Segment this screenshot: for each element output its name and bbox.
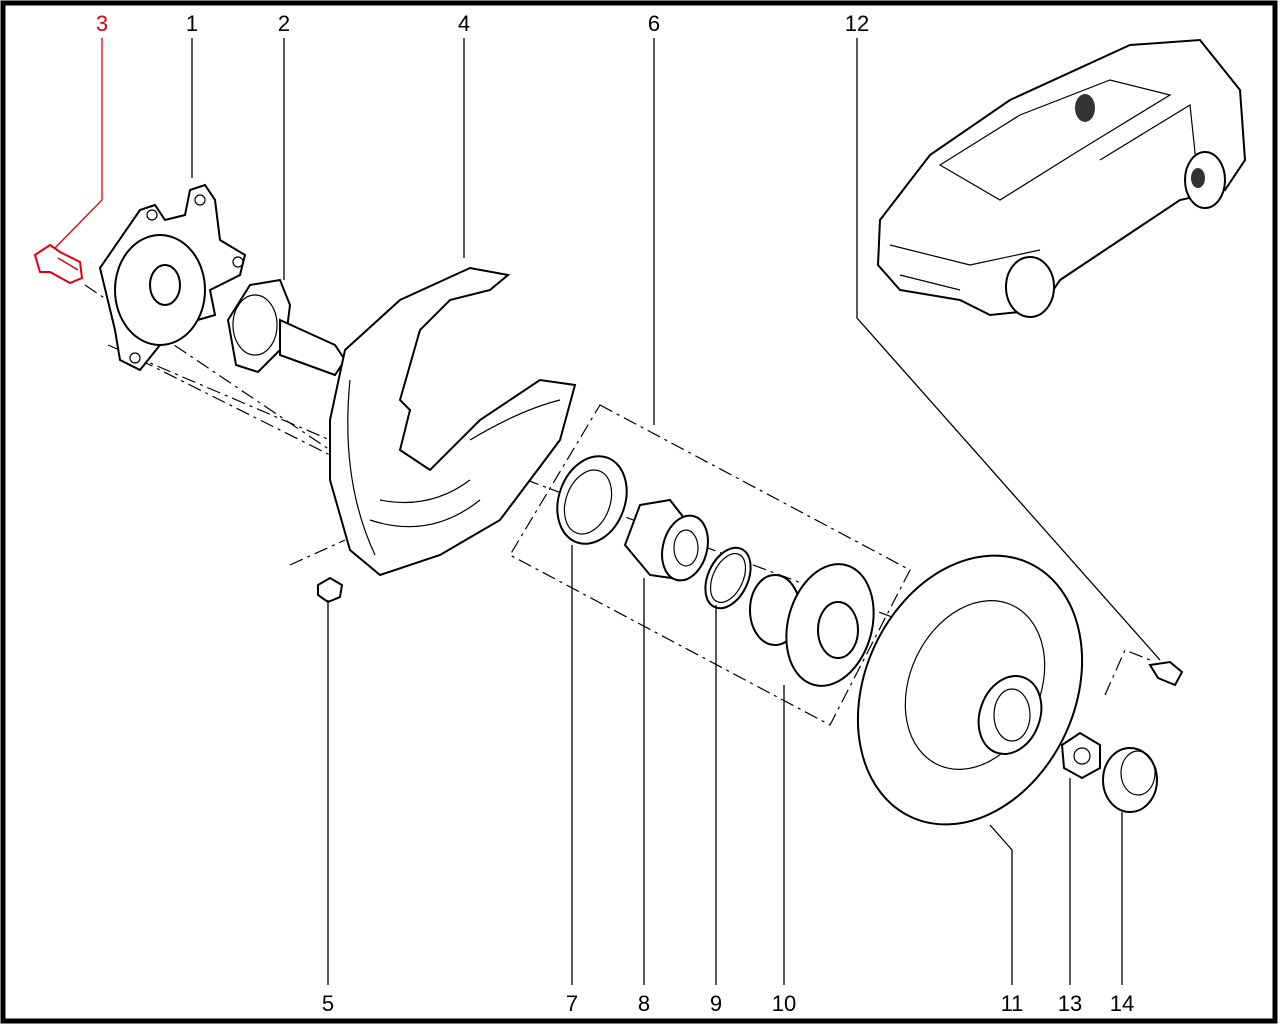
car-illustration bbox=[876, 38, 1247, 318]
part-10-hub bbox=[749, 563, 875, 687]
callout-3[interactable]: 3 bbox=[96, 11, 108, 36]
callout-2[interactable]: 2 bbox=[278, 11, 290, 36]
part-11-brake-disc bbox=[856, 554, 1084, 826]
part-9-circlip bbox=[704, 546, 752, 610]
callout-8[interactable]: 8 bbox=[638, 991, 650, 1016]
callout-11[interactable]: 11 bbox=[1001, 991, 1024, 1016]
part-13-hub-nut bbox=[1060, 731, 1101, 780]
callout-14[interactable]: 14 bbox=[1110, 991, 1134, 1016]
callout-4[interactable]: 4 bbox=[458, 11, 470, 36]
callout-13[interactable]: 13 bbox=[1058, 991, 1082, 1016]
callout-10[interactable]: 10 bbox=[772, 991, 796, 1016]
callout-12[interactable]: 12 bbox=[845, 11, 869, 36]
part-8-wheel-bearing bbox=[623, 498, 709, 582]
part-7-oil-seal bbox=[556, 455, 628, 545]
callout-1[interactable]: 1 bbox=[186, 11, 198, 36]
part-4-brake-shield bbox=[329, 266, 577, 577]
callout-6[interactable]: 6 bbox=[648, 11, 660, 36]
part-2-axle-stub bbox=[226, 278, 347, 377]
part-12-disc-screw bbox=[1148, 660, 1184, 687]
callout-5[interactable]: 5 bbox=[322, 991, 334, 1016]
part-1-steering-knuckle bbox=[98, 183, 247, 372]
part-5-screw bbox=[317, 576, 344, 604]
callout-leaders bbox=[54, 38, 1161, 985]
callout-7[interactable]: 7 bbox=[566, 991, 578, 1016]
part-14-hub-cap bbox=[1102, 747, 1158, 813]
callout-9[interactable]: 9 bbox=[710, 991, 722, 1016]
part-3-bolt-highlighted bbox=[33, 243, 84, 285]
